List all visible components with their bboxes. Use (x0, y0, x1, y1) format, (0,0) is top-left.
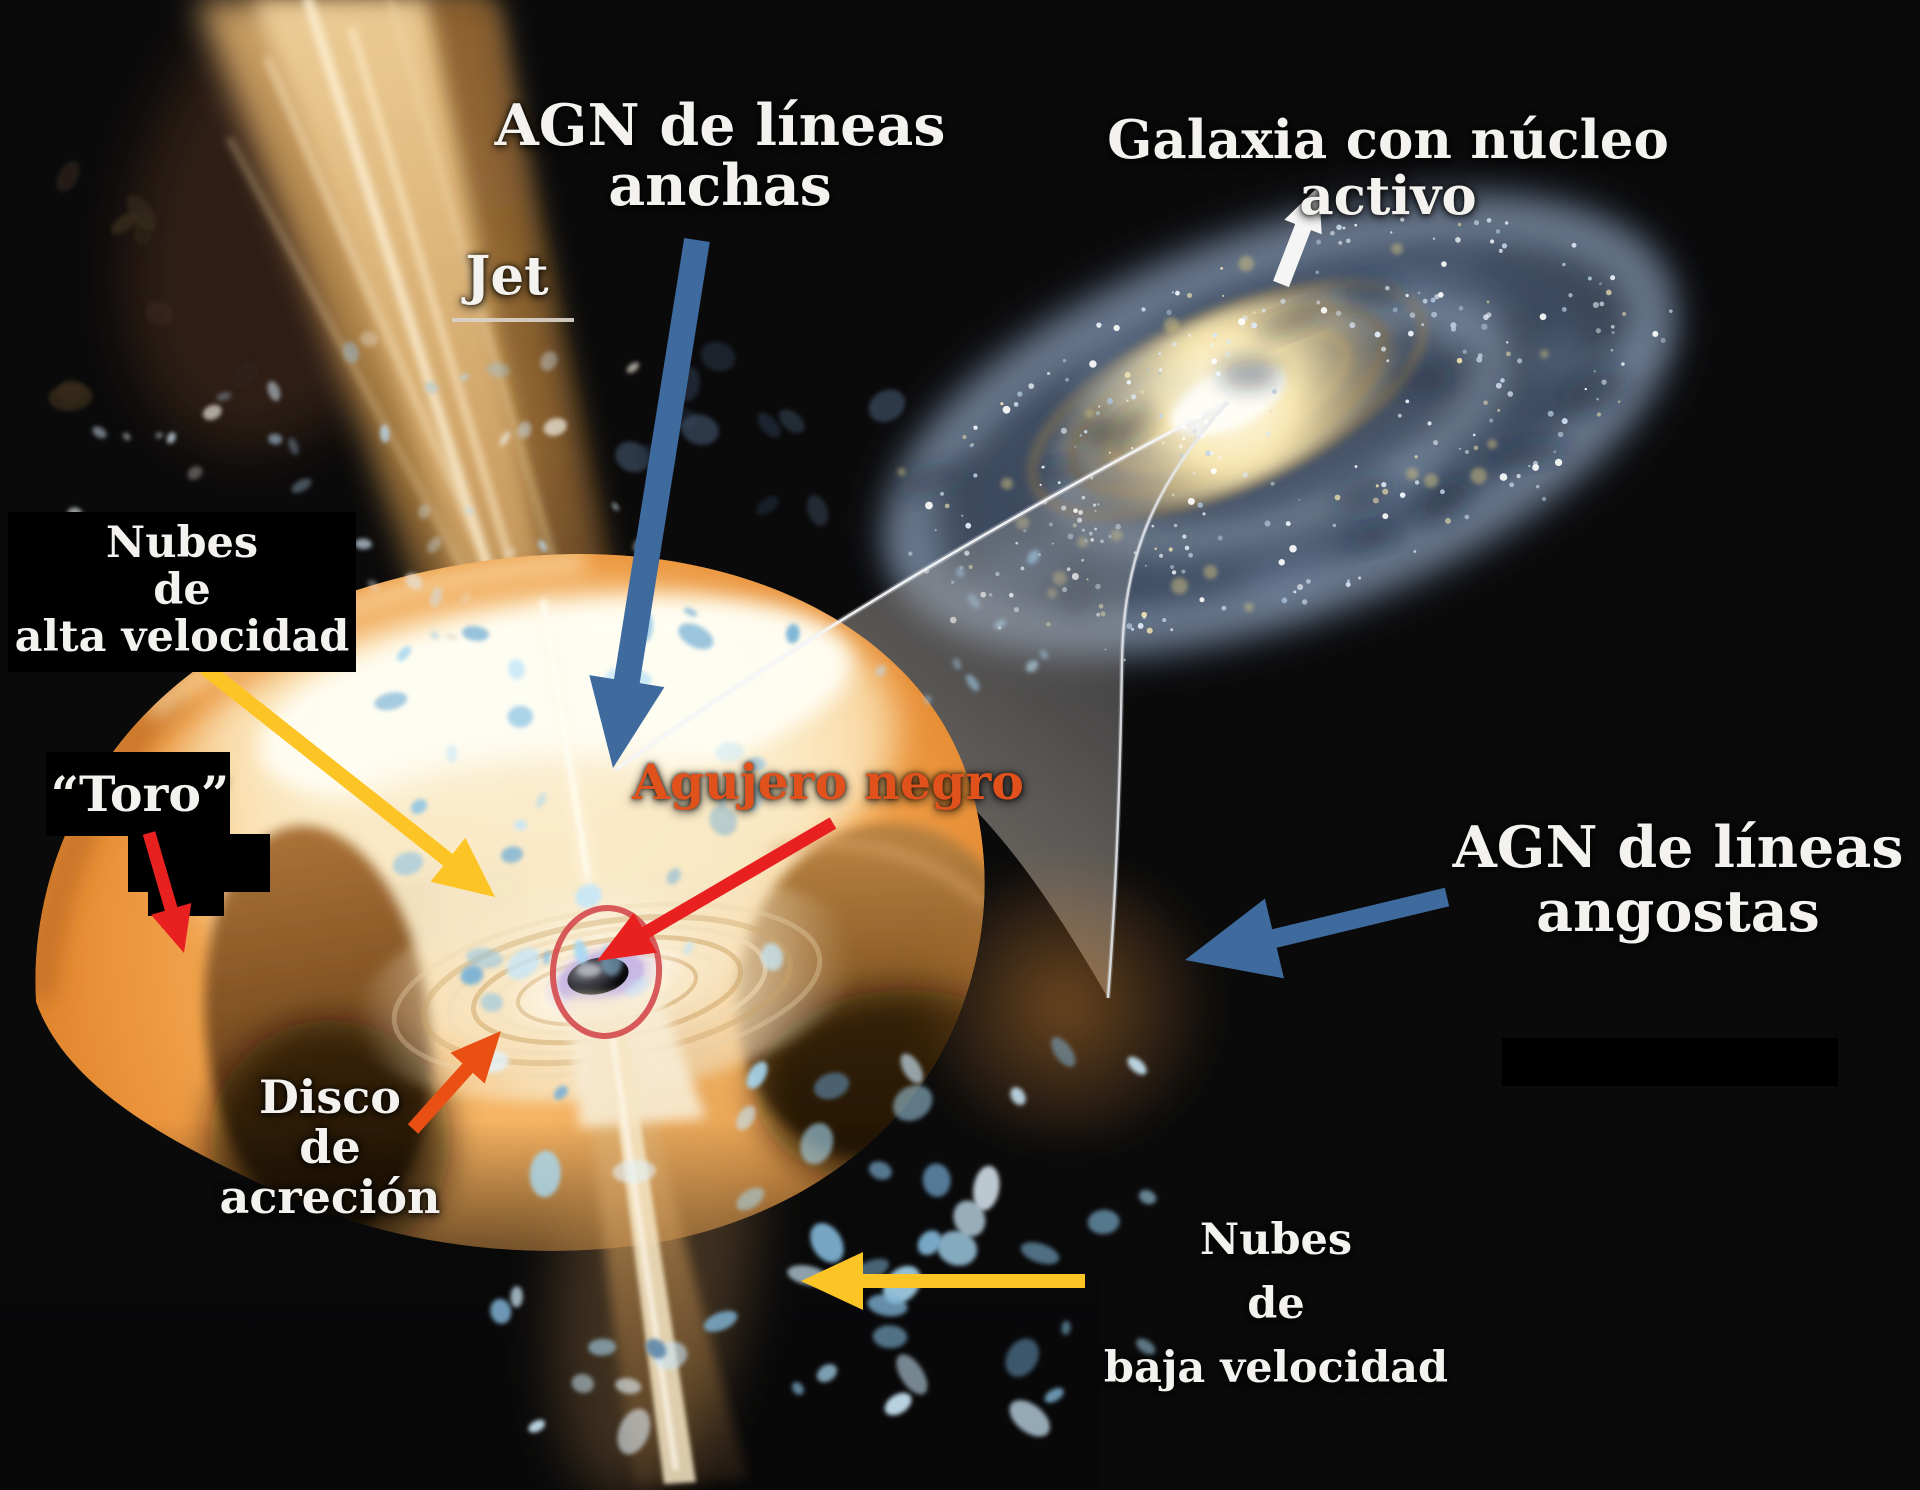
label-high-velocity-clouds: Nubes de alta velocidad (8, 512, 356, 672)
black-hole-arrow (597, 817, 837, 961)
label-torus: “Toro” (50, 765, 230, 823)
black-hole-highlight-circle (549, 905, 663, 1039)
galaxy-arrow (1273, 186, 1322, 288)
redacted-box (1502, 1038, 1838, 1086)
label-accretion-disk: Disco de acreción (219, 1070, 441, 1224)
label-jet: Jet (465, 245, 549, 307)
torus-arrow (142, 831, 192, 953)
agn-narrow-arrow (1185, 887, 1450, 979)
zoom-cone-lines (613, 399, 1230, 999)
label-backdrops (46, 752, 1838, 1086)
label-active-galaxy: Galaxia con núcleo activo (1107, 109, 1669, 227)
jet-beam-lower (553, 995, 757, 1490)
low-velocity-clouds-arrow (801, 1252, 1085, 1310)
label-black-hole: Agujero negro (632, 753, 1024, 811)
torus-right-glow (910, 865, 1220, 1145)
label-agn-narrow-lines: AGN de líneas angostas (1452, 814, 1904, 945)
accretion-disk-arrow (407, 1031, 501, 1134)
label-low-velocity-clouds: Nubes de baja velocidad (1103, 1215, 1449, 1393)
label-agn-broad-lines: AGN de líneas anchas (494, 92, 946, 219)
high-velocity-clouds-arrow (200, 662, 495, 897)
jet-label-underline (452, 318, 574, 322)
agn-broad-arrow (589, 238, 710, 768)
